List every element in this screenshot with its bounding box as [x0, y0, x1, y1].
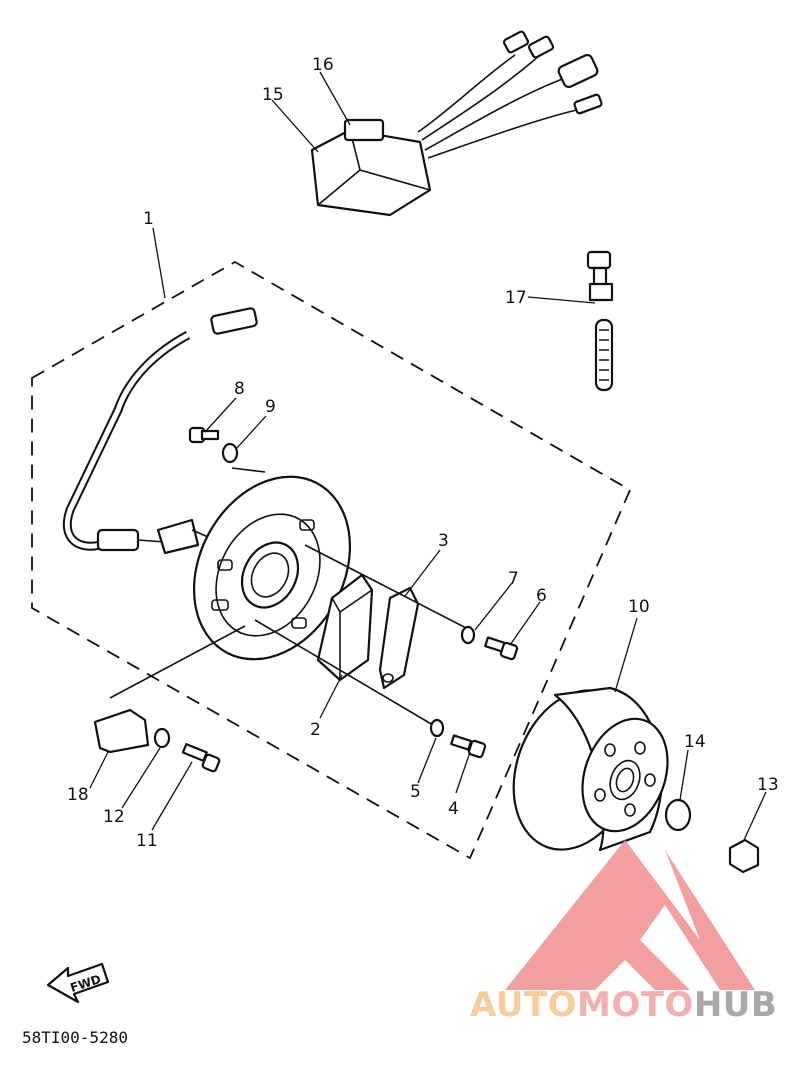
- pickup-coil: [378, 586, 420, 690]
- part-label-17: 17: [505, 288, 527, 308]
- part-label-1: 1: [143, 209, 154, 229]
- part-label-5: 5: [410, 782, 421, 802]
- part-label-2: 2: [310, 720, 321, 740]
- part-label-12: 12: [103, 807, 125, 827]
- part-label-15: 15: [262, 85, 284, 105]
- flywheel-rotor: [512, 686, 669, 852]
- drawing-code: 58TI00-5280: [22, 1028, 128, 1047]
- washer-7: [460, 625, 476, 645]
- source-coil: [316, 573, 374, 682]
- part-label-9: 9: [265, 397, 276, 417]
- wire-clamp: [93, 708, 150, 754]
- washer-9: [221, 442, 239, 464]
- screw-11: [181, 743, 221, 773]
- part-label-18: 18: [67, 785, 89, 805]
- svg-text:AUTOMOTOHUB: AUTOMOTOHUB: [470, 985, 777, 1025]
- washer-5: [429, 718, 445, 738]
- part-label-7: 7: [508, 569, 519, 589]
- logo-text-hub: HUB: [694, 985, 777, 1025]
- assembly-dashed-outline: [31, 260, 632, 860]
- automotohub-logo: AUTOMOTOHUB: [470, 840, 777, 1025]
- washer-14: [664, 798, 692, 832]
- part-label-10: 10: [628, 597, 650, 617]
- part-label-3: 3: [438, 531, 449, 551]
- cdi-unit: [310, 30, 603, 217]
- part-label-16: 16: [312, 55, 334, 75]
- stator-wire-harness: [62, 307, 258, 555]
- logo-text-moto: MOTO: [577, 985, 694, 1025]
- part-label-6: 6: [536, 586, 547, 606]
- cable-tie: [586, 250, 614, 392]
- fwd-arrow: FWD: [46, 962, 110, 1004]
- part-label-11: 11: [136, 831, 158, 851]
- washer-12: [153, 727, 171, 749]
- logo-triangle-mark: [505, 840, 755, 990]
- stator-plate: [192, 475, 352, 661]
- nut-13: [728, 838, 760, 874]
- screw-4: [450, 734, 487, 759]
- part-label-8: 8: [234, 379, 245, 399]
- screw-8: [188, 426, 220, 444]
- part-label-13: 13: [757, 775, 779, 795]
- part-label-4: 4: [448, 799, 459, 819]
- screw-6: [484, 636, 519, 661]
- part-label-14: 14: [684, 732, 706, 752]
- logo-text-auto: AUTO: [470, 985, 577, 1025]
